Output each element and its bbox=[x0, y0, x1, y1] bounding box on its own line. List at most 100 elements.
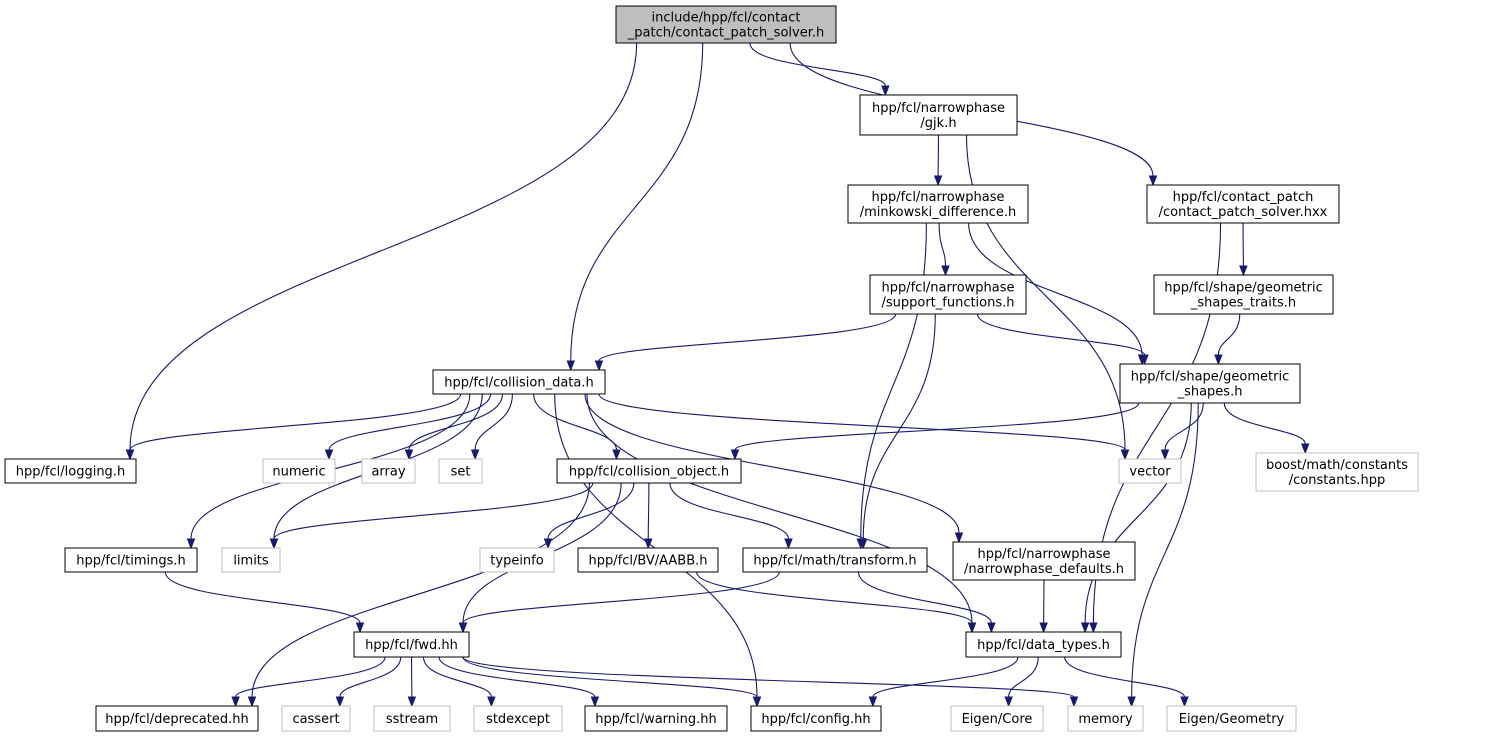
edge-line bbox=[1131, 402, 1199, 698]
node-cps_hxx[interactable]: hpp/fcl/contact_patch/contact_patch_solv… bbox=[1146, 184, 1340, 224]
node-label: hpp/fcl/fwd.hh bbox=[365, 638, 458, 653]
edge-arrowhead bbox=[324, 449, 334, 461]
node-geom_shapes[interactable]: hpp/fcl/shape/geometric_shapes.h bbox=[1119, 363, 1301, 404]
node-label: stdexcept bbox=[486, 712, 550, 727]
node-geom_traits[interactable]: hpp/fcl/shape/geometric_shapes_traits.h bbox=[1153, 274, 1334, 315]
node-gjk[interactable]: hpp/fcl/narrowphase/gjk.h bbox=[859, 94, 1018, 136]
edge-line bbox=[598, 313, 897, 362]
node-box bbox=[1166, 705, 1297, 732]
node-label: hpp/fcl/narrowphase bbox=[871, 190, 1004, 205]
edge-arrowhead bbox=[1089, 622, 1098, 634]
edge-line bbox=[129, 393, 462, 451]
edge-line bbox=[1084, 402, 1192, 624]
edge-line bbox=[860, 222, 927, 540]
edge-arrowhead bbox=[784, 538, 793, 550]
node-box bbox=[577, 547, 719, 573]
edge-geom_shapes-to-vector bbox=[1160, 402, 1204, 461]
node-box bbox=[221, 547, 281, 573]
node-set: set bbox=[438, 458, 483, 484]
edge-line bbox=[938, 222, 947, 267]
edge-geom_shapes-to-boost_const bbox=[1223, 402, 1310, 455]
node-label: hpp/fcl/warning.hh bbox=[595, 712, 717, 727]
node-array: array bbox=[361, 458, 416, 484]
node-timings[interactable]: hpp/fcl/timings.h bbox=[64, 547, 198, 573]
edge-line bbox=[647, 482, 650, 540]
node-transform[interactable]: hpp/fcl/math/transform.h bbox=[742, 547, 928, 573]
edge-arrowhead bbox=[1039, 622, 1048, 634]
edge-fwd-to-warning bbox=[438, 656, 600, 708]
edge-arrowhead bbox=[730, 449, 740, 461]
edge-line bbox=[1223, 402, 1306, 445]
node-box bbox=[1119, 363, 1301, 404]
node-box bbox=[1153, 274, 1334, 315]
node-config[interactable]: hpp/fcl/config.hh bbox=[750, 705, 882, 732]
node-label: include/hpp/fcl/contact bbox=[652, 11, 801, 26]
edge-line bbox=[554, 393, 758, 698]
edge-collision_data-to-set bbox=[470, 393, 513, 461]
edge-support-to-collision_data bbox=[594, 313, 897, 372]
edge-aabb-to-data_types bbox=[696, 571, 977, 634]
node-collision_data[interactable]: hpp/fcl/collision_data.h bbox=[432, 369, 606, 395]
edge-line bbox=[872, 656, 1019, 698]
node-minkowski[interactable]: hpp/fcl/narrowphase/minkowski_difference… bbox=[847, 184, 1029, 224]
node-label: hpp/fcl/BV/AABB.h bbox=[589, 554, 708, 569]
edge-arrowhead bbox=[1148, 175, 1158, 187]
edge-data_types-to-eigen_core bbox=[1004, 656, 1039, 708]
node-fwd[interactable]: hpp/fcl/fwd.hh bbox=[353, 631, 470, 658]
edge-arrowhead bbox=[644, 538, 653, 550]
node-box bbox=[859, 94, 1018, 136]
edge-fwd-to-cassert bbox=[335, 656, 402, 708]
node-box bbox=[965, 631, 1122, 658]
edge-gjk-to-minkowski bbox=[933, 134, 943, 187]
edge-line bbox=[749, 42, 886, 87]
node-logging[interactable]: hpp/fcl/logging.h bbox=[4, 458, 137, 484]
edge-arrowhead bbox=[859, 538, 868, 550]
edge-arrowhead bbox=[1160, 449, 1170, 461]
edge-line bbox=[976, 313, 1146, 356]
edge-collision_data-to-numeric bbox=[324, 393, 492, 461]
edge-np_defaults-to-data_types bbox=[1039, 579, 1048, 634]
edge-arrowhead bbox=[1080, 622, 1090, 634]
node-aabb[interactable]: hpp/fcl/BV/AABB.h bbox=[577, 547, 719, 573]
edge-arrowhead bbox=[487, 696, 496, 708]
edge-geom_shapes-to-collision_object bbox=[730, 402, 1140, 461]
node-label: /minkowski_difference.h bbox=[860, 205, 1017, 220]
node-box bbox=[353, 631, 470, 658]
node-label: _shapes_traits.h bbox=[1190, 296, 1296, 311]
edge-arrowhead bbox=[566, 360, 575, 372]
edge-line bbox=[862, 313, 936, 540]
node-box bbox=[281, 705, 351, 732]
node-box bbox=[64, 547, 198, 573]
edge-arrowhead bbox=[594, 360, 604, 372]
edge-collision_object-to-transform bbox=[669, 482, 793, 550]
node-root[interactable]: include/hpp/fcl/contact_patch/contact_pa… bbox=[615, 5, 837, 44]
edge-collision_data-to-array bbox=[404, 393, 504, 461]
node-data_types[interactable]: hpp/fcl/data_types.h bbox=[965, 631, 1122, 658]
node-box bbox=[479, 547, 555, 573]
edge-line bbox=[857, 571, 992, 624]
edge-fwd-to-sstream bbox=[407, 656, 417, 708]
node-typeinfo: typeinfo bbox=[479, 547, 555, 573]
node-label: array bbox=[371, 465, 405, 480]
edge-arrowhead bbox=[933, 175, 943, 187]
node-box bbox=[950, 705, 1044, 732]
edge-arrowhead bbox=[612, 449, 621, 461]
edge-cps_hxx-to-geom_traits bbox=[1239, 222, 1248, 277]
node-box bbox=[1118, 458, 1182, 484]
edge-arrowhead bbox=[186, 538, 196, 550]
node-collision_object[interactable]: hpp/fcl/collision_object.h bbox=[556, 458, 742, 484]
node-label: numeric bbox=[272, 465, 325, 480]
edge-arrowhead bbox=[1120, 449, 1130, 461]
edge-line bbox=[696, 571, 973, 624]
node-support[interactable]: hpp/fcl/narrowphase/support_functions.h bbox=[869, 274, 1027, 315]
edge-fwd-to-deprecated bbox=[231, 656, 386, 708]
node-label: hpp/fcl/config.hh bbox=[761, 712, 870, 727]
nodes-layer: include/hpp/fcl/contact_patch/contact_pa… bbox=[4, 5, 1419, 732]
node-warning[interactable]: hpp/fcl/warning.hh bbox=[584, 705, 728, 732]
edge-arrowhead bbox=[987, 622, 996, 634]
node-deprecated[interactable]: hpp/fcl/deprecated.hh bbox=[95, 705, 259, 732]
node-box bbox=[584, 705, 728, 732]
edge-arrowhead bbox=[590, 696, 600, 708]
node-np_defaults[interactable]: hpp/fcl/narrowphase/narrowphase_defaults… bbox=[952, 541, 1136, 581]
edge-line bbox=[408, 393, 504, 451]
